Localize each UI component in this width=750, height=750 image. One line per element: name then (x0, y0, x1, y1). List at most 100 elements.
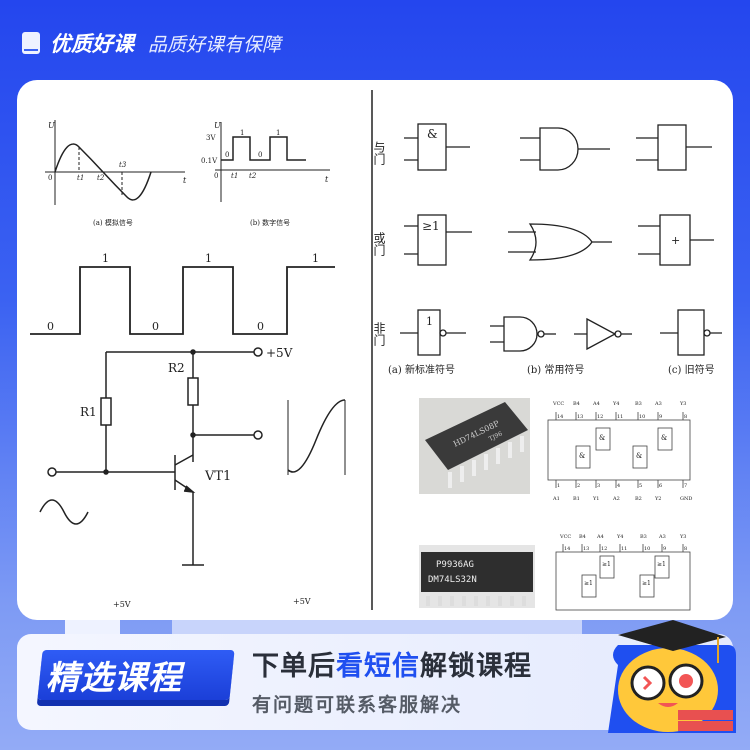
pin-label: 8 (684, 414, 687, 420)
svg-text:(c) 旧符号: (c) 旧符号 (668, 363, 715, 376)
tag-label: 精选课程 (46, 658, 182, 697)
svg-text:U: U (48, 121, 55, 130)
svg-text:0: 0 (152, 320, 159, 333)
pin-label: B3 (635, 401, 642, 407)
headline-part: 解锁课程 (420, 651, 532, 682)
pin-label: A4 (596, 534, 604, 540)
svg-text:1: 1 (426, 315, 433, 328)
svg-text:≥1: ≥1 (584, 580, 593, 587)
svg-text:非门: 非门 (372, 322, 386, 346)
svg-text:与门: 与门 (372, 141, 386, 165)
svg-text:(a) 模拟信号: (a) 模拟信号 (93, 218, 133, 227)
svg-text:U: U (214, 121, 221, 130)
sine-curve (54, 143, 152, 201)
pin-label: Y3 (679, 401, 686, 407)
svg-text:t1: t1 (231, 172, 238, 180)
pin-label: 11 (621, 546, 627, 552)
slogan: 品质好课有保障 (148, 33, 282, 56)
headline-part: 下单后 (252, 651, 336, 682)
resistor-r1 (100, 397, 112, 426)
pin-label: 3 (597, 483, 600, 489)
pin-label: 13 (583, 546, 589, 552)
svg-text:t2: t2 (249, 172, 257, 180)
svg-text:≥1: ≥1 (602, 561, 611, 568)
svg-text:(b) 常用符号: (b) 常用符号 (527, 363, 584, 376)
svg-text:DM74LS32N: DM74LS32N (428, 575, 477, 585)
svg-text:t3: t3 (119, 161, 127, 169)
svg-text:0.1V: 0.1V (201, 157, 218, 165)
svg-text:&: & (427, 127, 438, 141)
pin-label: 8 (684, 546, 687, 552)
pin-label: 14 (557, 414, 563, 420)
svg-text:≥1: ≥1 (657, 561, 666, 568)
svg-text:P9936AG: P9936AG (436, 560, 474, 570)
svg-text:0: 0 (214, 172, 218, 180)
pin-label: 6 (659, 483, 662, 489)
pin-label: VCC (559, 534, 571, 540)
gate-symbols (400, 123, 722, 356)
svg-text:t: t (183, 176, 187, 185)
svg-text:0: 0 (47, 320, 54, 333)
svg-text:(a) 新标准符号: (a) 新标准符号 (388, 363, 455, 376)
brand-name: 优质好课 (50, 32, 134, 56)
svg-text:&: & (661, 434, 667, 442)
pin-label: Y3 (679, 534, 686, 540)
svg-text:&: & (579, 452, 585, 460)
svg-text:&: & (599, 434, 605, 442)
svg-text:1: 1 (312, 252, 319, 265)
pin-label: Y4 (612, 401, 619, 407)
transistor-circuit (39, 347, 346, 566)
pin-label: B4 (573, 401, 580, 407)
svg-text:R2: R2 (168, 361, 185, 375)
svg-text:3V: 3V (206, 134, 216, 142)
svg-text:&: & (636, 452, 642, 460)
pin-label: B1 (573, 496, 580, 502)
pin-label: B2 (635, 496, 642, 502)
svg-text:≥1: ≥1 (422, 219, 440, 233)
chip1-pinout (547, 412, 691, 488)
content-card (17, 80, 733, 620)
svg-text:0: 0 (258, 151, 262, 159)
pin-label: 14 (564, 546, 570, 552)
pin-label: 1 (557, 483, 560, 489)
book-icon (22, 32, 40, 54)
svg-text:t1: t1 (77, 174, 84, 182)
svg-text:R1: R1 (80, 405, 97, 419)
headline-highlight: 看短信 (336, 651, 420, 682)
svg-text:+5V: +5V (293, 597, 311, 606)
pin-label: 7 (684, 483, 687, 489)
resistor-r2 (187, 377, 199, 406)
input-sine (39, 499, 89, 525)
svg-text:+5V: +5V (266, 346, 293, 360)
pin-label: 11 (617, 414, 623, 420)
pin-label: 5 (639, 483, 642, 489)
svg-text:0: 0 (48, 174, 52, 182)
pin-label: 10 (644, 546, 650, 552)
pin-label: VCC (552, 401, 564, 407)
square-wave (30, 266, 335, 335)
chip2-pinout (555, 544, 691, 611)
pin-label: A2 (612, 496, 620, 502)
mascot-icon (608, 620, 736, 733)
pin-label: 9 (663, 546, 666, 552)
svg-text:或门: 或门 (372, 232, 386, 256)
svg-text:(b) 数字信号: (b) 数字信号 (250, 218, 290, 227)
output-sine (287, 399, 346, 473)
banner-subline: 有问题可联系客服解决 (252, 694, 463, 716)
pin-label: Y1 (592, 496, 599, 502)
analog-signal-graph (45, 120, 185, 205)
svg-text:+5V: +5V (113, 600, 131, 609)
svg-text:VT1: VT1 (204, 469, 231, 484)
pin-label: GND (680, 496, 692, 502)
pin-label: 10 (639, 414, 645, 420)
pin-label: Y2 (654, 496, 661, 502)
svg-text:0: 0 (225, 151, 229, 159)
digital-signal-graph (215, 122, 330, 202)
pin-label: A3 (658, 534, 666, 540)
svg-text:t2: t2 (97, 174, 105, 182)
svg-text:0: 0 (257, 320, 264, 333)
pin-label: A1 (552, 496, 560, 502)
pin-label: 9 (659, 414, 662, 420)
svg-text:1: 1 (205, 252, 212, 265)
card-tab (172, 615, 582, 635)
